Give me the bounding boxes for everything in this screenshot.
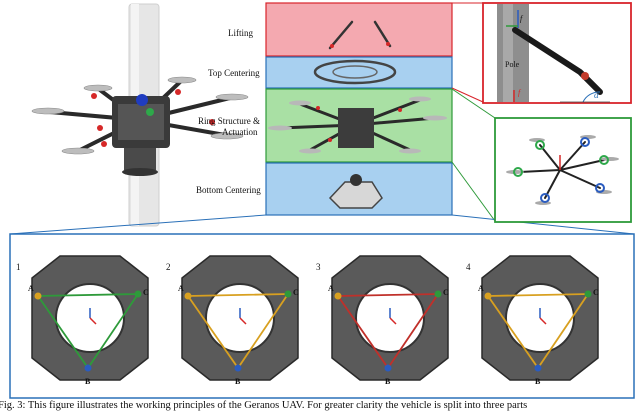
- ring-panel: [331, 255, 449, 381]
- section-panels: [265, 2, 453, 216]
- ring-panel: [31, 255, 149, 381]
- section-label-ring-line2: Actuation: [222, 127, 258, 137]
- panel-number: 3: [316, 262, 321, 272]
- drone-overview-image: [31, 3, 249, 227]
- point-label-c: C: [143, 288, 149, 297]
- point-label-b: B: [535, 377, 541, 386]
- point-label-a: A: [328, 284, 334, 293]
- point-label-a: A: [178, 284, 184, 293]
- point-label-b: B: [385, 377, 391, 386]
- point-label-a: A: [478, 284, 484, 293]
- section-label-ring-line1: Ring Structure &: [198, 116, 260, 126]
- pole-label: Pole: [505, 60, 520, 69]
- force-label-bottom: f: [518, 88, 521, 97]
- rotor-arrangement-image: [494, 117, 632, 223]
- section-label-lifting: Lifting: [228, 28, 253, 38]
- point-label-b: B: [235, 377, 241, 386]
- panel-number: 2: [166, 262, 171, 272]
- figure-caption: Fig. 3: This figure illustrates the work…: [0, 400, 528, 411]
- point-label-b: B: [85, 377, 91, 386]
- ring-panel: [181, 255, 299, 381]
- alpha-label: α: [594, 90, 599, 100]
- pole-detail-image: [482, 2, 632, 104]
- section-label-top-centering: Top Centering: [208, 68, 260, 78]
- panel-number: 4: [466, 262, 471, 272]
- panel-number: 1: [16, 262, 21, 272]
- connector-lines: [9, 2, 635, 235]
- ring-panel: [481, 255, 599, 381]
- point-label-c: C: [593, 288, 599, 297]
- section-label-bottom-centering: Bottom Centering: [196, 185, 261, 195]
- point-label-c: C: [443, 288, 449, 297]
- ring-panels: [31, 255, 599, 381]
- point-label-c: C: [293, 288, 299, 297]
- point-label-a: A: [28, 284, 34, 293]
- force-label-top: f: [520, 14, 523, 23]
